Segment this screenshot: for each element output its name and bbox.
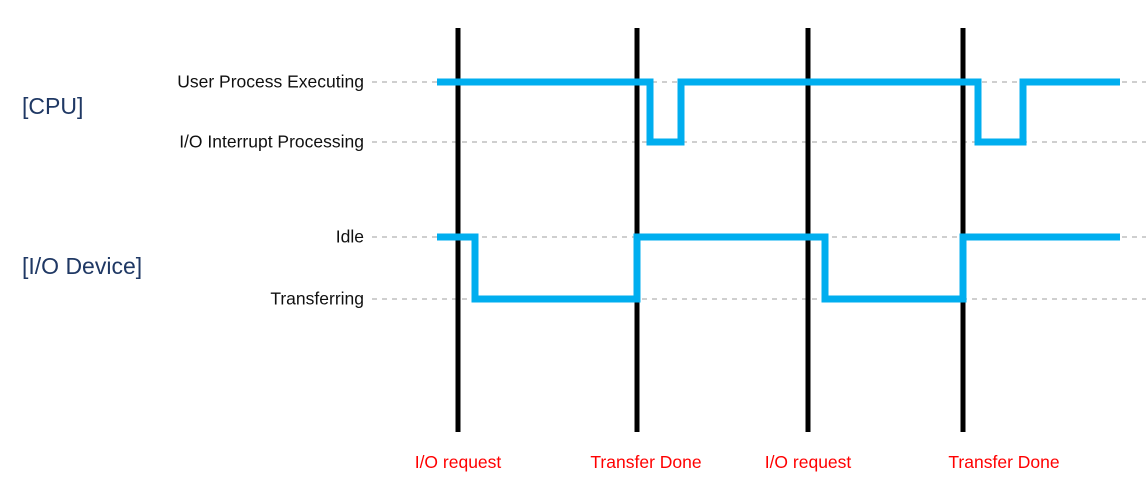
- event-label-io-request-2: I/O request: [764, 452, 852, 472]
- cpu-waveform: [437, 78, 1120, 146]
- event-label-io-request-1: I/O request: [414, 452, 502, 472]
- state-label-text: Idle: [335, 226, 364, 247]
- group-label-io-device: [I/O Device]: [22, 253, 143, 279]
- state-label-user-process-executing: User Process Executing: [177, 72, 364, 93]
- state-label-text: User Process Executing: [177, 71, 364, 92]
- state-label-text: Transferring: [270, 288, 364, 309]
- gridlines: [372, 81, 1146, 300]
- io-device-waveform: [437, 233, 1120, 303]
- event-marker-lines: [455, 28, 966, 432]
- group-label-cpu: [CPU]: [22, 93, 84, 119]
- event-label-transfer-done-1: Transfer Done: [590, 452, 702, 472]
- state-label-transferring: Transferring: [270, 289, 364, 310]
- state-label-io-interrupt-processing: I/O Interrupt Processing: [179, 132, 364, 153]
- state-label-text: I/O Interrupt Processing: [179, 131, 364, 152]
- event-label-transfer-done-2: Transfer Done: [948, 452, 1060, 472]
- state-label-idle: Idle: [336, 227, 364, 248]
